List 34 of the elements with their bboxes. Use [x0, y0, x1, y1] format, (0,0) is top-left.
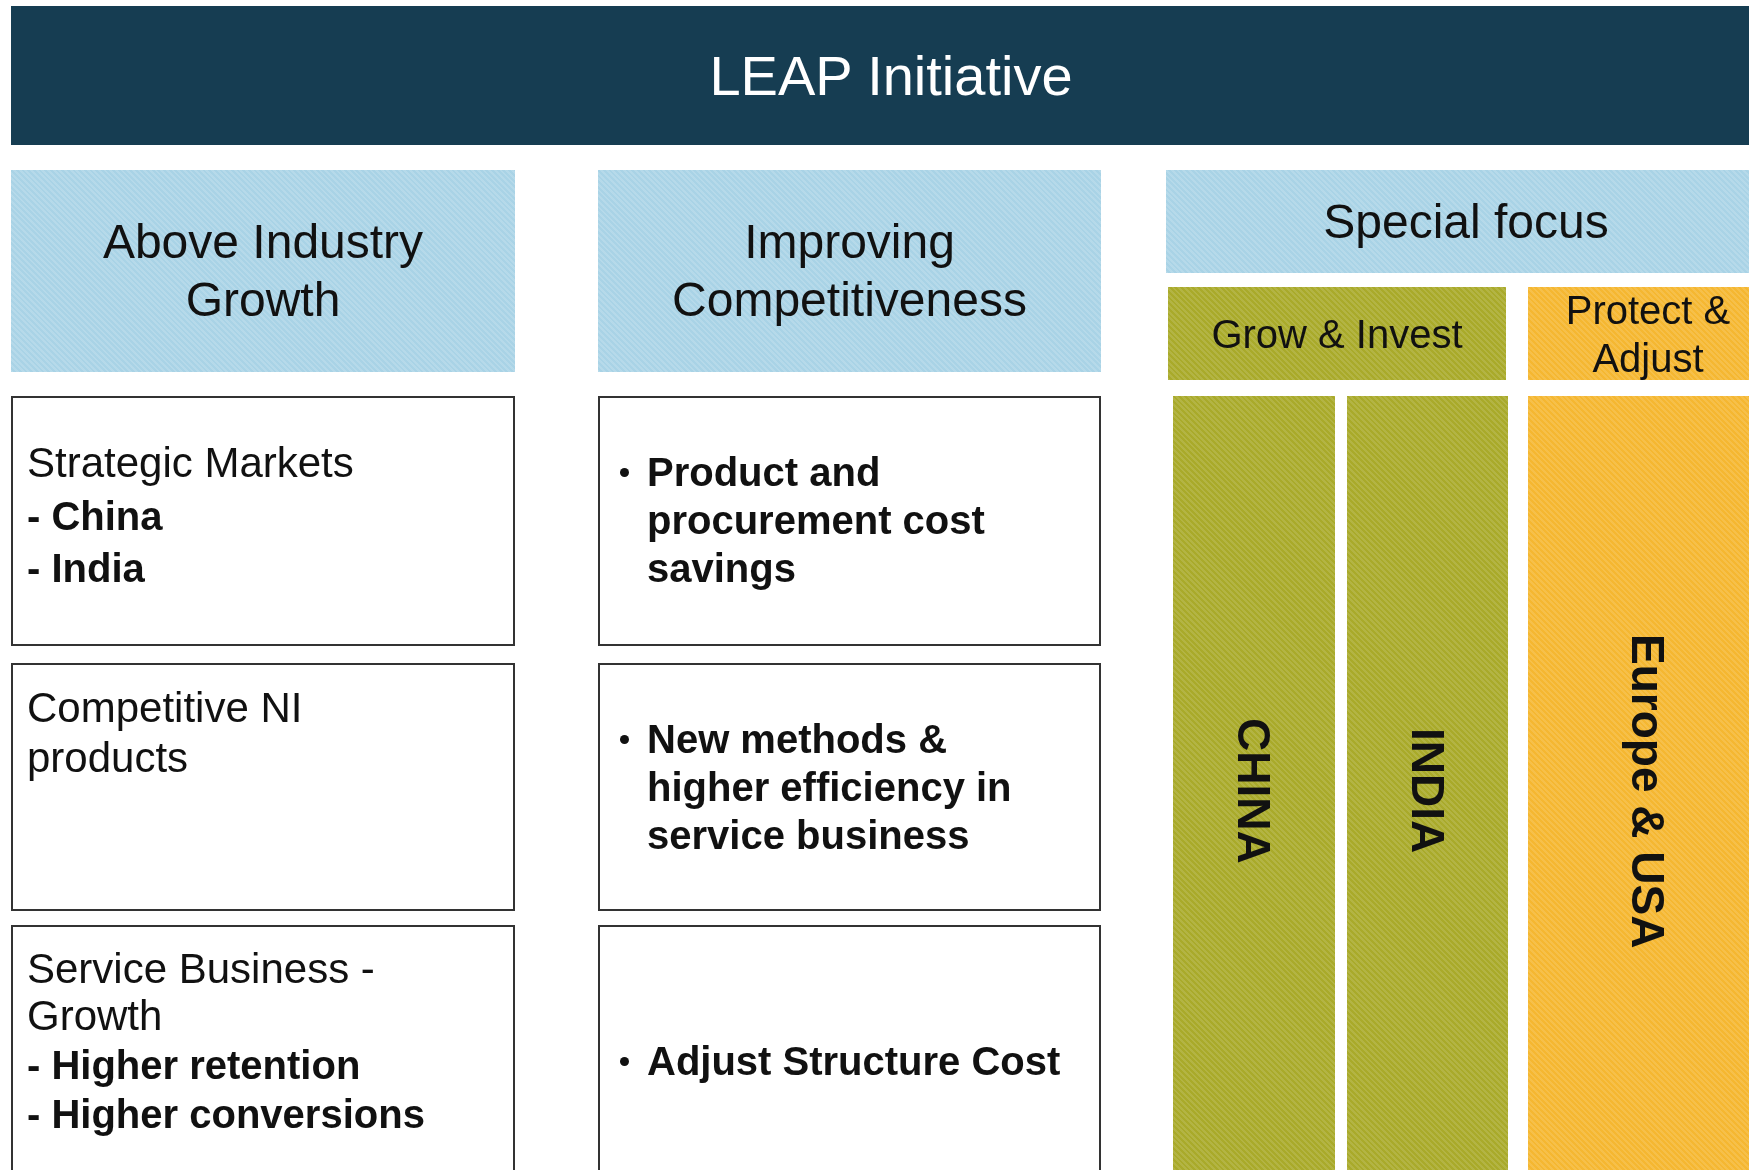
column-header [598, 170, 1101, 372]
content-box [11, 396, 515, 646]
box-text: Strategic Markets [27, 438, 355, 488]
content-box [598, 925, 1101, 1170]
content-box [11, 925, 515, 1170]
column-header [11, 170, 515, 372]
header-text: Special focus [1323, 193, 1609, 250]
box-text: Service Business - Growth [27, 945, 376, 1040]
content-box [598, 396, 1101, 646]
header-text: Protect & Adjust [1564, 286, 1732, 382]
box-text: - Higher retention [27, 1043, 362, 1088]
region-label: CHINA [1227, 718, 1281, 864]
column-header [1528, 287, 1749, 380]
bullet-text: Product and procurement cost savings [647, 449, 986, 592]
box-text: - China [27, 493, 164, 541]
region-bar [1173, 396, 1335, 1170]
header-text: Grow & Invest [1211, 310, 1463, 358]
region-label: INDIA [1400, 728, 1455, 854]
region-bar [1528, 396, 1749, 1170]
box-text: - Higher conversions [27, 1091, 426, 1137]
column-header [1166, 170, 1749, 273]
content-box [11, 663, 515, 911]
content-box [598, 663, 1101, 911]
header-text: Improving Competitiveness [671, 214, 1028, 328]
region-bar [1347, 396, 1508, 1170]
region-label: Europe & USA [1621, 633, 1675, 949]
box-text: Competitive NI products [27, 683, 304, 784]
title-band [11, 6, 1749, 145]
column-header [1168, 287, 1506, 380]
header-text: Above Industry Growth [101, 214, 425, 328]
title: LEAP Initiative [709, 43, 1073, 108]
box-text: - India [27, 545, 146, 593]
bullet-text: New methods & higher efficiency in service business [647, 716, 1013, 859]
bullet-text: Adjust Structure Cost [647, 1038, 1061, 1085]
